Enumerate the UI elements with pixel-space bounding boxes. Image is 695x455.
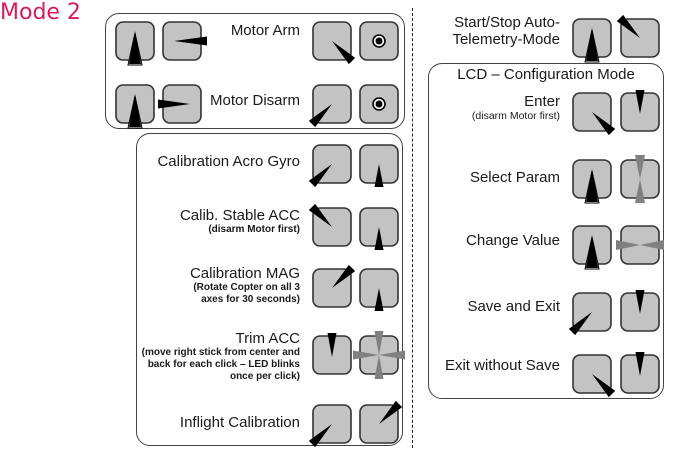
stick-down-icon [359,144,399,187]
arrow-up-left [616,14,640,38]
stick-up-right-icon [359,400,403,444]
arrow-up [635,290,645,314]
stick-up-left-icon [616,14,660,58]
calib-acro-gyro-label: Calibration Acro Gyro [140,153,300,170]
stick-down-left-icon [308,144,352,188]
arrow-up [586,169,598,202]
telemetry-line-2: Telemetry-Mode [452,31,560,48]
stick-up-icon [312,333,352,375]
calib-acro-gyro-text: Calibration Acro Gyro [157,153,300,170]
arrow-down [635,179,645,203]
stick-center-dot-icon [359,21,399,61]
trim-acc-note: (move right stick from center and back f… [141,347,300,382]
mode-title: Mode 2 [0,0,81,25]
lcd-enter-label: Enter(disarm Motor first) [430,93,560,122]
stick-down-icon [359,268,399,311]
lcd-change-value-label: Change Value [430,232,560,249]
arrow-down-left [568,312,592,336]
arrow-up [586,235,598,268]
arrow-down-left [308,424,332,448]
dot-center [375,100,383,108]
arrow-left [616,240,640,250]
lcd-exit-nosave-label: Exit without Save [430,357,560,374]
arrow-up [129,94,141,127]
trim-acc-label: Trim ACC(move right stick from center an… [139,330,300,383]
stick-left-icon [162,21,207,61]
arrow-up-right [379,400,403,424]
arrow-down [374,227,384,250]
stick-up-full-icon [115,84,155,129]
calib-mag-text: Calibration MAG [189,265,300,282]
stick-up-full-icon [572,159,612,204]
inflight-calibration-text: Inflight Calibration [179,414,300,431]
stick-up-full-icon [572,18,612,63]
arrow-down [374,355,384,379]
trim-acc-text: Trim ACC [235,330,300,347]
stick-up-full-icon [115,21,155,66]
lcd-save-exit-label: Save and Exit [430,298,560,315]
stick-up-icon [620,290,660,332]
arrow-up [327,333,337,357]
arrow-up [129,31,141,64]
stick-cross-all-icon [353,331,405,379]
arrow-up [374,331,384,355]
lcd-panel-title: LCD – Configuration Mode [457,66,635,83]
arrow-up [586,28,598,61]
arrow-right [640,240,664,250]
arrow-left [353,350,379,360]
arrow-left [158,99,190,109]
lcd-exit-nosave-text: Exit without Save [444,357,560,374]
arrow-up [635,155,645,179]
telemetry-line-1: Start/Stop Auto- [454,14,560,31]
arrow-down-left [308,164,332,188]
arrow-up-left [308,203,332,227]
arrow-down [374,288,384,311]
stick-down-left-icon [308,404,352,448]
arrow-right [174,36,207,46]
arrow-down-right [592,112,616,136]
calib-stable-acc-text: Calib. Stable ACC [179,207,300,224]
calib-stable-acc-note: (disarm Motor first) [208,224,300,235]
stick-down-icon [359,207,399,250]
arrow-up [635,90,645,114]
arrow-down [374,164,384,187]
motor-arm-label: Motor Arm [230,22,300,39]
arrow-right [379,350,405,360]
lcd-change-value-text: Change Value [466,232,560,249]
stick-cross-vertical-icon [620,155,660,203]
stick-up-icon [620,90,660,132]
stick-up-right-icon [312,264,356,308]
motor-panel [105,13,405,129]
arrow-down-right [332,41,356,65]
stick-up-icon [620,352,660,394]
lcd-select-param-label: Select Param [430,169,560,186]
dot-center [375,37,383,45]
calib-mag-label: Calibration MAG(Rotate Copter on all 3 a… [140,265,300,306]
arrow-down-right [592,374,616,398]
arrow-down-left [308,104,332,128]
stick-down-left-icon [308,84,352,128]
lcd-select-param-text: Select Param [469,169,560,186]
stick-down-right-icon [572,92,616,136]
calib-mag-note: (Rotate Copter on all 3 axes for 30 seco… [193,282,300,305]
motor-disarm-label: Motor Disarm [209,92,300,109]
stick-down-left-icon [568,292,612,336]
arrow-up-right [332,264,356,288]
stick-center-dot-icon [359,84,399,124]
lcd-enter-note: (disarm Motor first) [471,110,560,122]
calib-stable-acc-label: Calib. Stable ACC(disarm Motor first) [140,207,300,236]
stick-right-from-left-icon [158,84,202,124]
stick-down-right-icon [572,354,616,398]
inflight-calibration-label: Inflight Calibration [140,414,300,431]
telemetry-label: Start/Stop Auto-Telemetry-Mode [420,14,560,48]
stick-up-full-icon [572,225,612,270]
lcd-enter-text: Enter [524,93,560,110]
stick-down-right-icon [312,21,356,65]
stick-cross-horizontal-icon [616,225,664,265]
lcd-save-exit-text: Save and Exit [467,298,560,315]
calibration-panel [136,133,403,446]
stick-up-left-icon [308,203,352,247]
arrow-up [635,352,645,376]
dashed-divider [412,8,413,448]
